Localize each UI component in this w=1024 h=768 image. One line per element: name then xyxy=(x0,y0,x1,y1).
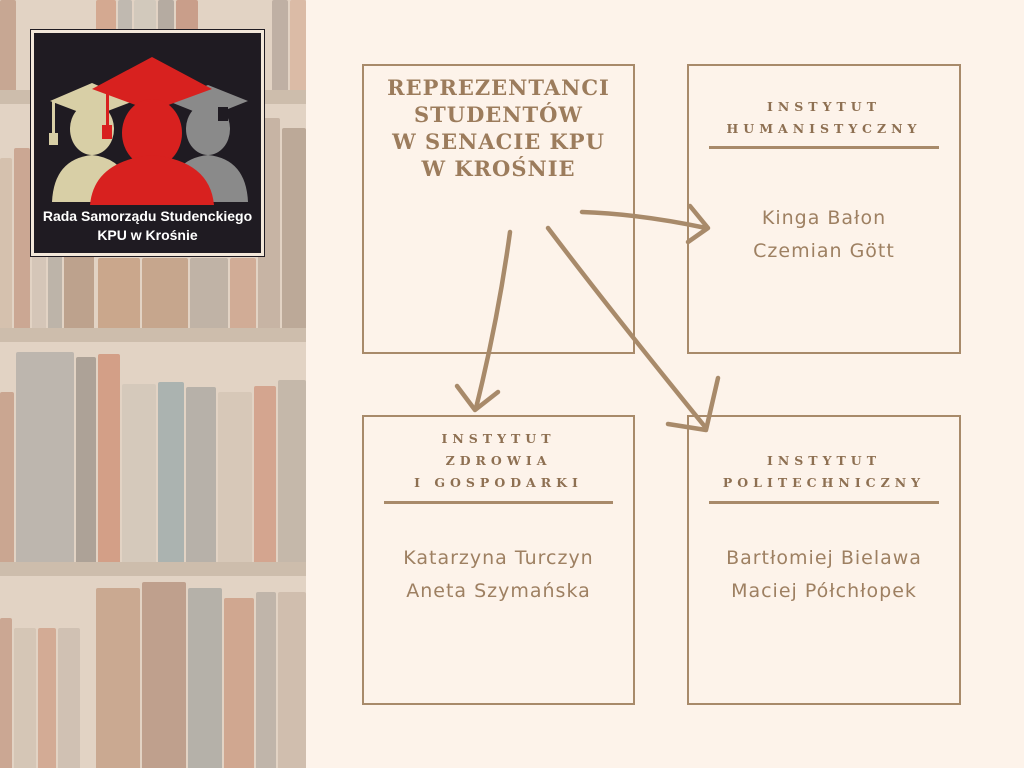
member-list: Bartłomiej Bielawa Maciej Półchłopek xyxy=(689,542,959,608)
graduates-silhouette-icon xyxy=(49,57,248,205)
institute-title: INSTYTUT ZDROWIA I GOSPODARKI xyxy=(364,428,633,494)
member-name: Katarzyna Turczyn xyxy=(403,547,594,569)
arrow-to-polytechnic xyxy=(545,225,709,431)
member-list: Kinga Bałon Czemian Gött xyxy=(689,202,959,268)
council-logo-text: Rada Samorządu Studenckiego KPU w Krośni… xyxy=(34,207,261,245)
main-title-line: REPREZENTANCI xyxy=(387,75,610,100)
institute-title: INSTYTUT POLITECHNICZNY xyxy=(689,450,959,494)
institute-box-polytechnic: INSTYTUT POLITECHNICZNY Bartłomiej Biela… xyxy=(687,415,961,705)
title-divider xyxy=(384,501,613,504)
institute-title-line: I GOSPODARKI xyxy=(414,475,583,490)
title-divider xyxy=(709,501,939,504)
member-name: Maciej Półchłopek xyxy=(731,580,917,602)
institute-title-line: ZDROWIA xyxy=(445,453,552,468)
arrow-to-humanities xyxy=(579,209,709,231)
institute-box-health-economy: INSTYTUT ZDROWIA I GOSPODARKI Katarzyna … xyxy=(362,415,635,705)
shelf-plank xyxy=(0,562,306,576)
member-name: Aneta Szymańska xyxy=(406,580,591,602)
member-name: Bartłomiej Bielawa xyxy=(726,547,922,569)
institute-title-line: INSTYTUT xyxy=(766,453,882,468)
institute-title-line: POLITECHNICZNY xyxy=(722,475,926,490)
institute-box-humanities: INSTYTUT HUMANISTYCZNY Kinga Bałon Czemi… xyxy=(687,64,961,354)
main-title: REPREZENTANCI STUDENTÓW W SENACIE KPU W … xyxy=(364,74,633,182)
member-list: Katarzyna Turczyn Aneta Szymańska xyxy=(364,542,633,608)
institute-title-line: HUMANISTYCZNY xyxy=(726,121,922,136)
member-name: Kinga Bałon xyxy=(761,207,887,229)
title-divider xyxy=(709,146,939,149)
main-title-line: W KROŚNIE xyxy=(421,156,576,181)
institute-title-line: INSTYTUT xyxy=(766,99,882,114)
main-title-line: STUDENTÓW xyxy=(413,102,584,127)
shelf-plank xyxy=(0,328,306,342)
arrowhead-health-economy xyxy=(454,383,501,413)
institute-title: INSTYTUT HUMANISTYCZNY xyxy=(689,96,959,140)
arrowhead-humanities xyxy=(685,203,711,245)
senate-representatives-box: REPREZENTANCI STUDENTÓW W SENACIE KPU W … xyxy=(362,64,635,354)
shelf-row-3 xyxy=(0,342,306,562)
member-name: Czemian Gött xyxy=(753,240,895,262)
main-title-line: W SENACIE KPU xyxy=(392,129,605,154)
council-logo: Rada Samorządu Studenckiego KPU w Krośni… xyxy=(31,30,264,256)
shelf-row-4 xyxy=(0,576,306,768)
arrowhead-polytechnic xyxy=(665,375,721,433)
arrow-to-health-economy xyxy=(473,229,513,411)
logo-line-2: KPU w Krośnie xyxy=(97,227,198,243)
institute-title-line: INSTYTUT xyxy=(441,431,556,446)
logo-line-1: Rada Samorządu Studenckiego xyxy=(42,208,253,224)
